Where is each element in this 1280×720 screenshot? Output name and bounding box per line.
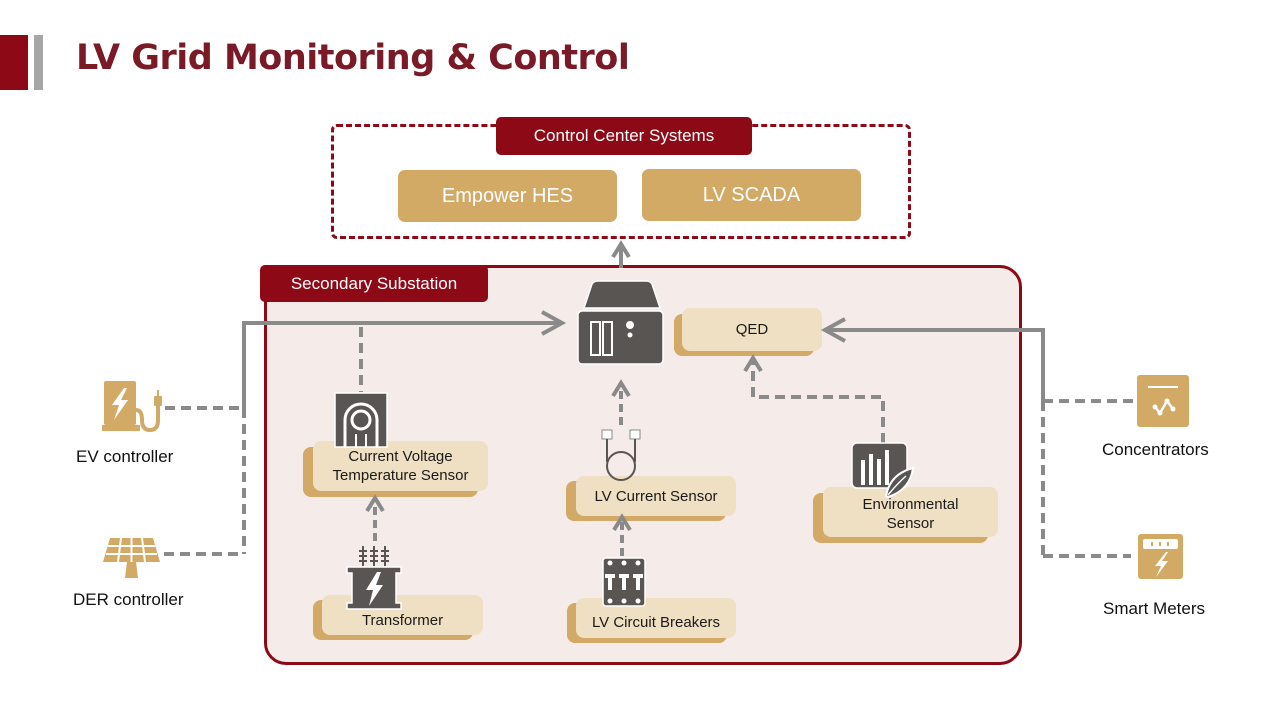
cvt-sensor-label-line2: Temperature Sensor xyxy=(332,467,469,484)
solar-panel-icon xyxy=(103,537,160,578)
environmental-sensor-label-line1: Environmental xyxy=(862,496,959,513)
control-center-label: Control Center Systems xyxy=(496,117,752,155)
ev-charger-icon xyxy=(102,381,162,433)
lv-current-sensor-card[interactable]: LV Current Sensor xyxy=(576,476,736,516)
transformer-icon xyxy=(346,546,402,610)
transformer-to-cvt-arrow xyxy=(365,494,385,541)
smart-meter-icon xyxy=(1138,534,1183,579)
lv-current-sensor-to-gateway-arrow xyxy=(611,379,631,425)
ev-controller-label: EV controller xyxy=(76,447,174,466)
gateway-to-control-center-arrow xyxy=(611,240,631,268)
title-accent-bar xyxy=(0,35,28,90)
environmental-chart-leaf-icon xyxy=(851,442,915,499)
page-title: LV Grid Monitoring & Control xyxy=(76,38,630,78)
breakers-to-lv-current-sensor-arrow xyxy=(612,513,632,556)
transformer-label: Transformer xyxy=(361,611,444,629)
concentrator-icon xyxy=(1137,375,1189,427)
lv-circuit-breakers-label: LV Circuit Breakers xyxy=(591,613,721,631)
sensor-clamp-icon xyxy=(334,392,388,448)
cvt-sensor-card[interactable]: Current Voltage Temperature Sensor xyxy=(313,441,488,491)
lv-scada-system[interactable]: LV SCADA xyxy=(642,169,861,221)
lv-current-sensor-label: LV Current Sensor xyxy=(594,487,718,505)
cvt-sensor-label-line1: Current Voltage xyxy=(348,448,453,465)
current-loop-icon xyxy=(601,429,641,481)
circuit-breaker-icon xyxy=(602,557,646,607)
secondary-substation-label: Secondary Substation xyxy=(260,265,488,302)
qed-card[interactable]: QED xyxy=(682,308,822,351)
environmental-sensor-card[interactable]: Environmental Sensor xyxy=(823,487,998,537)
empower-hes-system[interactable]: Empower HES xyxy=(398,170,617,222)
title-accent-bar-secondary xyxy=(34,35,43,90)
right-bus-to-qed xyxy=(820,317,1045,401)
environmental-sensor-to-qed-arrow xyxy=(743,354,885,443)
rtu-gateway-icon[interactable] xyxy=(577,280,664,365)
transformer-card[interactable]: Transformer xyxy=(322,595,483,635)
der-controller-label: DER controller xyxy=(73,590,184,609)
environmental-sensor-label-line2: Sensor xyxy=(886,515,935,532)
left-bus-to-gateway xyxy=(242,310,567,408)
qed-label: QED xyxy=(735,321,769,338)
concentrators-label: Concentrators xyxy=(1102,440,1209,459)
smart-meters-label: Smart Meters xyxy=(1103,599,1206,618)
